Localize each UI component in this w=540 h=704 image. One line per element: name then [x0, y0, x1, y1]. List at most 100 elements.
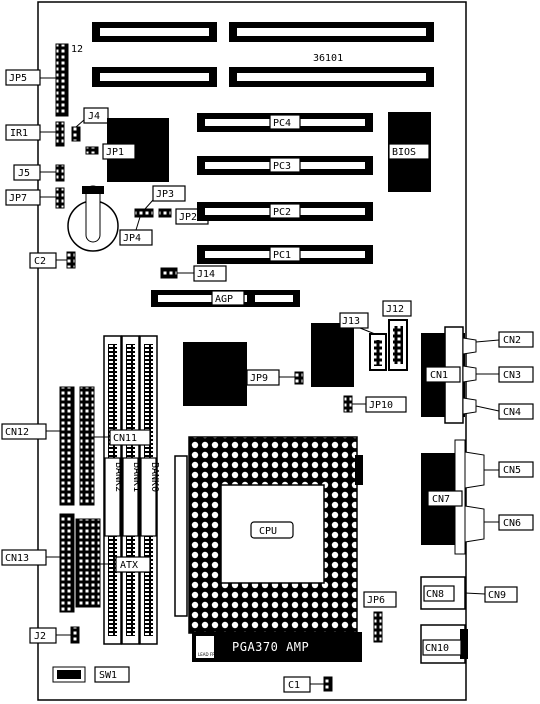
svg-text:PC2: PC2	[273, 207, 291, 218]
jp3-jumper	[134, 208, 154, 218]
cn1-connector: CN1	[421, 326, 477, 424]
bank0-label: BANK0	[149, 462, 160, 492]
pin-12-label: 12	[71, 44, 83, 55]
cn13-label: CN13	[1, 549, 60, 566]
j2-label: J2	[29, 627, 71, 644]
j5-label: J5	[13, 164, 56, 181]
j12-label: J12	[382, 300, 412, 317]
j5-header	[55, 164, 65, 182]
svg-text:CN3: CN3	[503, 370, 521, 381]
j14-label: J14	[177, 265, 227, 282]
j13-label: J13	[339, 312, 376, 335]
c2-header	[66, 251, 76, 269]
atx-power-connector: ATX	[59, 513, 151, 613]
svg-text:CN8: CN8	[426, 589, 444, 600]
svg-text:JP6: JP6	[367, 595, 385, 606]
cn12-label: CN12	[1, 423, 60, 440]
svg-text:CN7: CN7	[432, 494, 450, 505]
c1-header	[323, 676, 333, 692]
jp2-jumper	[158, 208, 172, 218]
bank2-label: BANK2	[113, 462, 124, 492]
jp1-jumper	[85, 146, 99, 155]
pga370-bar: LEAD FREE PGA370 AMP	[192, 632, 362, 662]
svg-text:CN9: CN9	[488, 590, 506, 601]
c1-label: C1	[283, 676, 324, 693]
svg-text:JP9: JP9	[250, 373, 268, 384]
cn7-connector: CN7	[421, 439, 485, 555]
svg-text:JP2: JP2	[179, 212, 197, 223]
j12-header	[388, 319, 408, 371]
jp7-header	[55, 187, 65, 209]
pga370-label: PGA370 AMP	[232, 640, 309, 654]
svg-text:J4: J4	[88, 111, 100, 122]
cn11-label: CN11	[94, 429, 151, 446]
jp7-label: JP7	[5, 189, 56, 206]
svg-text:C1: C1	[288, 680, 300, 691]
svg-text:JP1: JP1	[106, 147, 124, 158]
cn3-label: CN3	[476, 366, 534, 383]
svg-text:SW1: SW1	[99, 670, 117, 681]
lead-free-logo: LEAD FREE	[198, 652, 220, 657]
cn8-connector: CN8	[420, 576, 466, 610]
bank1-label: BANK1	[131, 462, 142, 492]
j4-header	[71, 126, 81, 142]
pci-slot-pc2: PC2	[197, 202, 373, 221]
svg-text:PC4: PC4	[273, 118, 291, 129]
j4-label: J4	[75, 107, 109, 128]
board-id-text: 36101	[313, 53, 343, 64]
bank-labels: BANK2 BANK1 BANK0	[104, 457, 160, 537]
svg-text:JP7: JP7	[9, 193, 27, 204]
cn2-label: CN2	[475, 331, 534, 348]
svg-text:CPU: CPU	[259, 526, 277, 537]
battery	[67, 185, 119, 252]
svg-text:CN4: CN4	[503, 407, 521, 418]
svg-text:J5: J5	[18, 168, 30, 179]
bios-chip: BIOS	[388, 112, 431, 192]
jp10-jumper	[343, 395, 353, 413]
svg-text:CN11: CN11	[113, 433, 137, 444]
svg-text:J12: J12	[386, 304, 404, 315]
svg-text:J2: J2	[34, 631, 46, 642]
jp10-label: JP10	[352, 396, 407, 413]
svg-text:J14: J14	[197, 269, 215, 280]
pci-slot-pc1: PC1	[197, 245, 373, 264]
svg-text:CN6: CN6	[503, 518, 521, 529]
svg-text:PC3: PC3	[273, 161, 291, 172]
svg-text:CN1: CN1	[430, 370, 448, 381]
cn6-label: CN6	[484, 514, 534, 531]
svg-text:CN5: CN5	[503, 465, 521, 476]
j14-header	[160, 267, 178, 279]
jp3-label: JP3	[144, 185, 186, 210]
ir1-label: IR1	[5, 124, 56, 141]
svg-text:JP10: JP10	[369, 400, 393, 411]
cn4-label: CN4	[475, 403, 534, 420]
cn12-header	[59, 386, 95, 506]
svg-text:JP3: JP3	[156, 189, 174, 200]
isa-slots	[92, 22, 434, 87]
svg-text:J13: J13	[342, 316, 360, 327]
jp9-label: JP9	[246, 369, 295, 386]
svg-text:CN12: CN12	[5, 427, 29, 438]
svg-text:AGP: AGP	[215, 294, 233, 305]
jp1-label: JP1	[102, 143, 136, 160]
sw1-switch: SW1	[52, 666, 130, 683]
svg-text:CN13: CN13	[5, 553, 29, 564]
c2-label: C2	[29, 252, 67, 269]
jp6-label: JP6	[363, 591, 397, 608]
pci-slot-pc3: PC3	[197, 156, 373, 175]
jp6-header	[373, 611, 383, 643]
svg-text:IR1: IR1	[10, 128, 28, 139]
ir1-header	[55, 121, 65, 147]
svg-text:JP4: JP4	[123, 233, 141, 244]
chipset-south	[183, 342, 247, 406]
svg-text:JP5: JP5	[9, 73, 27, 84]
svg-text:PC1: PC1	[273, 250, 291, 261]
j2-header	[70, 626, 80, 644]
cn10-connector: CN10	[420, 624, 468, 664]
j13-header	[369, 333, 387, 371]
svg-text:CN2: CN2	[503, 335, 521, 346]
svg-text:ATX: ATX	[120, 560, 138, 571]
chipset-io	[311, 323, 354, 387]
svg-text:CN10: CN10	[425, 643, 449, 654]
